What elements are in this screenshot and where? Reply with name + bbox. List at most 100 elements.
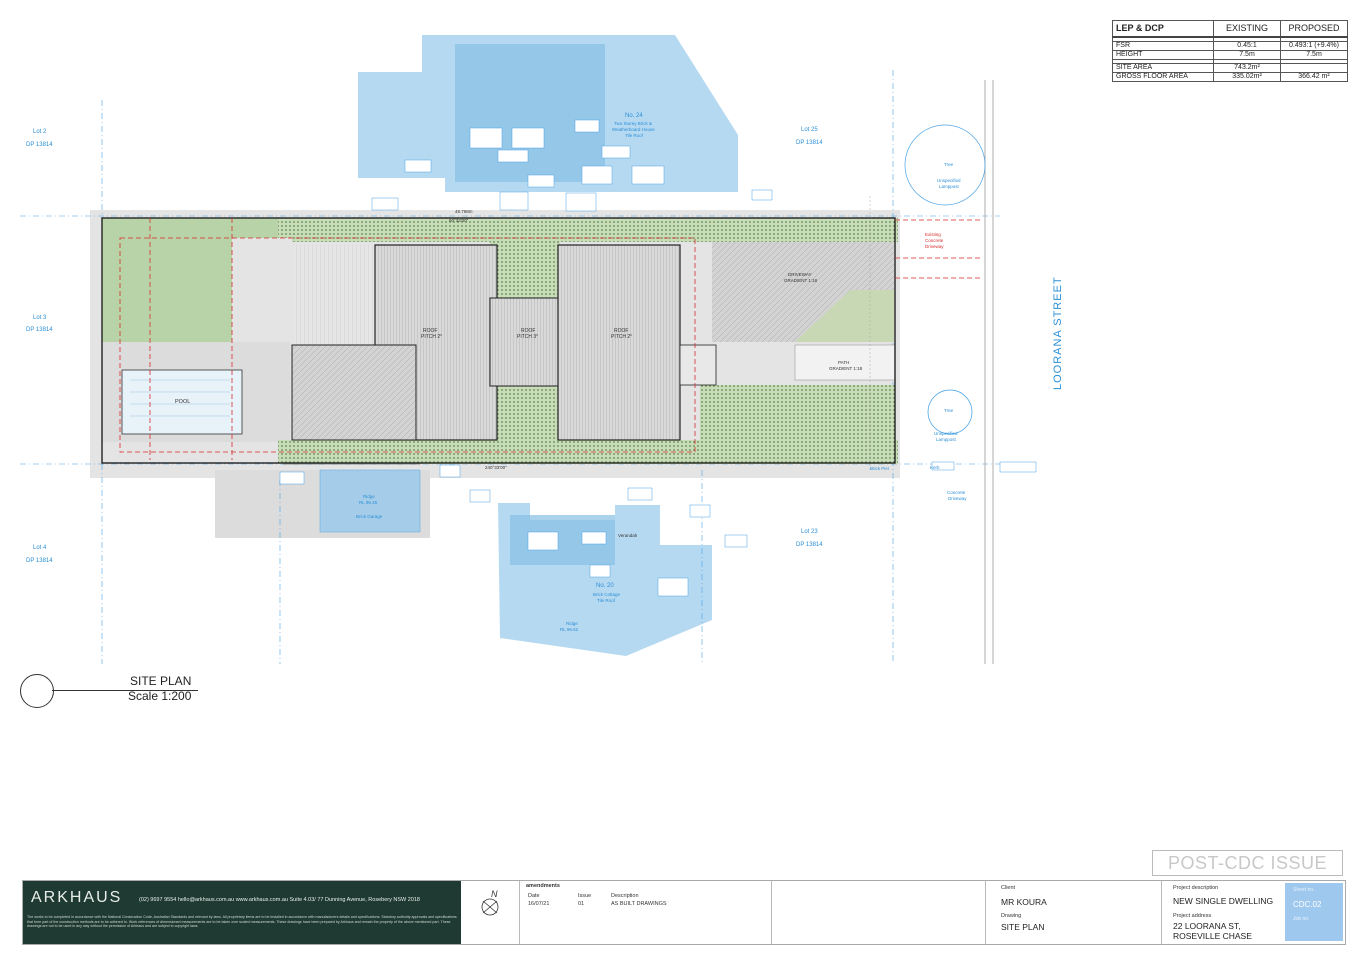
roof-2 — [489, 297, 563, 387]
no-24-desc-1: Two Storey Brick & — [614, 121, 653, 126]
lep-row-existing: 0.45:1 — [1213, 41, 1281, 51]
amend-desc: AS BUILT DRAWINGS — [611, 901, 667, 907]
courtyard-bottom — [490, 385, 560, 440]
driveway-garden — [795, 290, 894, 342]
lamppost-2: Unspecified — [934, 431, 958, 436]
roof-3-pitch: PITCH 2° — [611, 334, 633, 340]
site-plan-drawing: Lot 2 DP 13814 Lot 3 DP 13814 Lot 4 DP 1… — [20, 35, 1064, 664]
roof-3 — [557, 244, 681, 441]
amend-col-date: Date — [528, 893, 540, 899]
roof-1-label: ROOF — [423, 328, 438, 334]
roof-3-label: ROOF — [614, 328, 629, 334]
north-arrow-icon — [481, 898, 499, 916]
lamppost-1: Unspecified — [937, 178, 961, 183]
roof-2-label: ROOF — [521, 328, 536, 334]
brick-garage — [319, 469, 421, 533]
roof-1-pitch: PITCH 2° — [421, 334, 443, 340]
lep-row: GROSS FLOOR AREA 335.02m² 366.42 m² — [1112, 72, 1348, 82]
lep-row: HEIGHT 7.5m 7.5m — [1112, 50, 1348, 60]
ridge-20-rl: RL 96.62 — [560, 627, 579, 632]
lep-dcp-table: LEP & DCP EXISTING PROPOSED FSR 0.45:1 0… — [1112, 20, 1348, 82]
north-label: N — [491, 889, 498, 899]
no-24-label: No. 24 — [625, 113, 643, 119]
project-addr-2: ROSEVILLE CHASE — [1173, 931, 1252, 941]
lamppost-1b: Lamppost — [939, 184, 959, 189]
lep-row: FSR 0.45:1 0.493:1 (+9.4%) — [1112, 41, 1348, 51]
lep-row-existing: 335.02m² — [1213, 72, 1281, 82]
street-tree-2 — [927, 389, 973, 435]
lot-2-label: Lot 2 — [33, 129, 47, 135]
garage-ridge-rl: RL 96.45 — [359, 500, 378, 505]
pool — [121, 369, 243, 435]
job-no-label: Job no. — [1293, 916, 1310, 922]
amend-date: 16/07/21 — [528, 901, 550, 907]
project-desc-value: NEW SINGLE DWELLING — [1173, 896, 1274, 906]
street-kerb-lines — [984, 80, 994, 664]
lot-23-dp: DP 13814 — [796, 542, 823, 548]
no-20-desc-2: Tile Roof — [597, 598, 615, 603]
lep-row-existing: 7.5m — [1213, 50, 1281, 60]
lot-23-label: Lot 23 — [801, 529, 818, 535]
rear-paving — [232, 238, 292, 342]
street-name: LOORANA STREET — [1052, 276, 1064, 390]
existing-driveway-3: Driveway — [925, 244, 944, 249]
rear-deck — [295, 245, 375, 345]
lep-row: SITE AREA 743.2m² — [1112, 63, 1348, 73]
garage-label: Brick Garage — [356, 514, 383, 519]
drawing-title-line — [52, 690, 198, 691]
lep-header-existing: EXISTING — [1213, 20, 1281, 38]
lep-row-label: FSR — [1112, 41, 1214, 51]
bearing-top: 60°33'00" — [449, 218, 469, 223]
neighbour-24-roof — [455, 44, 605, 182]
garage-ridge: Ridge — [363, 494, 375, 499]
lep-row-proposed: 7.5m — [1280, 50, 1348, 60]
lep-row-proposed: 0.493:1 (+9.4%) — [1280, 41, 1348, 51]
brand-panel: ARKHAUS (02) 9697 9554 hello@arkhaus.com… — [23, 881, 461, 944]
ridge-20: Ridge — [566, 621, 578, 626]
lot-3-dp: DP 13814 — [26, 327, 53, 333]
lot-25-dp: DP 13814 — [796, 140, 823, 146]
amend-col-issue: Issue — [578, 893, 592, 899]
sheet-no-label: Sheet no. — [1293, 887, 1315, 893]
kerb-label: Kerb — [930, 465, 940, 470]
pool-label: POOL — [175, 399, 191, 405]
lep-header-proposed: PROPOSED — [1280, 20, 1348, 38]
project-desc-label: Project description — [1173, 885, 1219, 891]
sheet-no-value: CDC.02 — [1293, 900, 1322, 909]
street-tree-1 — [904, 124, 986, 206]
site-boundary — [101, 217, 896, 464]
lep-row-label: SITE AREA — [1112, 63, 1214, 73]
lamppost-2b: Lamppost — [936, 437, 956, 442]
no-24-desc-2: Weatherboard House — [612, 127, 655, 132]
contact-details: (02) 9697 9554 hello@arkhaus.com.au www.… — [139, 897, 420, 903]
setback-lines — [119, 218, 980, 460]
driveway-label: DRIVEWAY — [788, 272, 812, 277]
client-value: MR KOURA — [1001, 897, 1047, 907]
disclaimer: The works to be completed in accordance … — [27, 915, 457, 929]
no-24-desc-3: Tile Roof — [625, 133, 643, 138]
rear-wing — [291, 344, 417, 441]
project-addr-1: 22 LOORANA ST, — [1173, 921, 1241, 931]
driveway-gradient: GRADIENT 1:18 — [784, 278, 818, 283]
sheet-number-box: Sheet no. CDC.02 Job no. — [1285, 883, 1343, 941]
title-block: ARKHAUS (02) 9697 9554 hello@arkhaus.com… — [22, 880, 1346, 945]
amend-col-desc: Description — [611, 893, 639, 899]
verandah-label: Verandah — [618, 533, 638, 538]
amendments-label: amendments — [526, 883, 560, 889]
lep-header-label: LEP & DCP — [1112, 20, 1214, 38]
existing-driveway-2: Concrete — [925, 238, 944, 243]
courtyard-top — [490, 240, 560, 298]
boundary-length: 48.768m — [455, 209, 473, 214]
brick-pier-label: Brick Pier — [870, 466, 890, 471]
existing-driveway-1: Existing — [925, 232, 941, 237]
drawing-title-circle — [20, 674, 54, 708]
lep-row-proposed — [1280, 63, 1348, 73]
site-plan-svg — [20, 35, 1037, 664]
drawing-value: SITE PLAN — [1001, 922, 1045, 932]
level-tags — [279, 119, 1037, 597]
no-20-label: No. 20 — [596, 583, 614, 589]
lot-4-dp: DP 13814 — [26, 558, 53, 564]
concrete-driveway-1: Concrete — [947, 490, 966, 495]
path — [794, 344, 896, 381]
lot-4-label: Lot 4 — [33, 545, 47, 551]
